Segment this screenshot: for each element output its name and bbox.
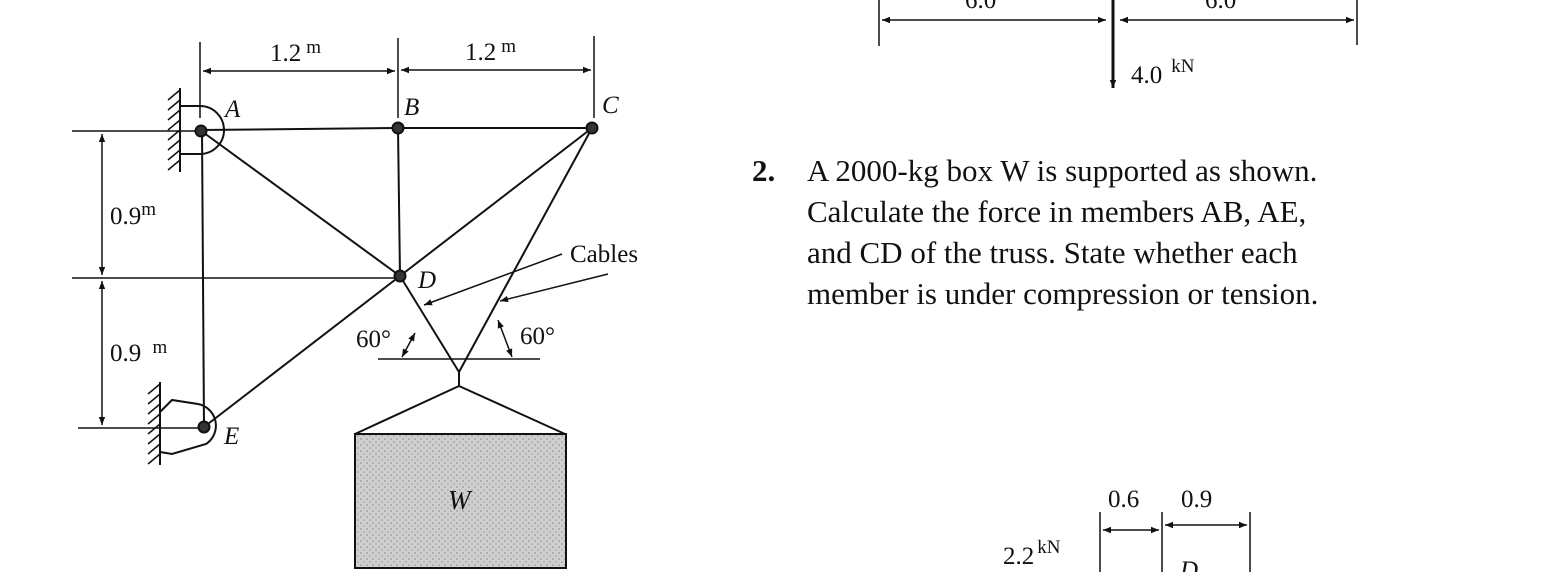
svg-text:0.9 m: 0.9 m (110, 337, 168, 367)
problem-text: A 2000-kg box W is supported as shown. C… (807, 150, 1467, 314)
problem-line: Calculate the force in members AB, AE, (807, 194, 1307, 229)
node-label-d: D (417, 267, 436, 294)
dim-label-lower: 0.9 (110, 340, 148, 367)
angle-label-right: 60° (520, 323, 555, 350)
wall-support-bottom (147, 382, 161, 465)
unit-label: m (501, 36, 516, 57)
member-de (203, 275, 401, 428)
dim-label-bottom-b: 0.9 (1181, 486, 1212, 513)
node-label-b: B (404, 94, 419, 121)
problem-line: member is under compression or tension. (807, 276, 1319, 311)
load-unit-label: kN (1171, 56, 1195, 77)
svg-text:0.9m: 0.9m (110, 199, 156, 230)
joint-e (197, 420, 211, 434)
svg-text:1.2m: 1.2m (270, 37, 321, 67)
wall-support-top (167, 88, 181, 172)
member-cd (399, 127, 593, 277)
problem-line: A 2000-kg box W is supported as shown. (807, 153, 1318, 188)
dim-label-bc: 1.2 (465, 39, 496, 66)
node-label-e: E (223, 423, 239, 450)
joint-c (585, 121, 599, 135)
pin-bracket-e (159, 398, 217, 456)
problem-line: and CD of the truss. State whether each (807, 235, 1298, 270)
dim-label-top-left: 6.0 (965, 0, 996, 14)
dim-label-ab: 1.2 (270, 40, 301, 67)
joint-a (194, 124, 208, 138)
unit-label: m (141, 199, 156, 220)
angle-label-left: 60° (356, 326, 391, 353)
node-label-c: C (602, 92, 619, 119)
box-label: W (448, 485, 473, 515)
member-ad (199, 129, 401, 277)
node-label-a: A (223, 96, 241, 123)
joint-d (393, 269, 407, 283)
svg-text:2.2kN: 2.2kN (1003, 537, 1061, 570)
unit-label: m (306, 37, 321, 58)
dim-label-bottom-a: 0.6 (1108, 486, 1139, 513)
unit-label: m (153, 337, 168, 358)
svg-text:1.2m: 1.2m (465, 36, 516, 66)
bottom-load-unit: kN (1037, 537, 1061, 558)
svg-text:4.0kN: 4.0 kN (1131, 56, 1195, 89)
cables-label: Cables (570, 241, 638, 268)
load-value-label: 4.0 (1131, 62, 1162, 89)
truss-figure (72, 36, 609, 569)
member-bd (397, 127, 401, 277)
bottom-load-value: 2.2 (1003, 543, 1034, 570)
top-beam-figure (878, 0, 1358, 88)
truss-members (199, 127, 593, 428)
bottom-figure (1099, 512, 1251, 572)
problem-number: 2. (752, 153, 776, 188)
bottom-node-label: D (1179, 557, 1198, 572)
member-ae (201, 129, 205, 428)
joint-b (391, 121, 405, 135)
member-ab (199, 127, 399, 131)
dim-label-upper: 0.9 (110, 203, 141, 230)
box-w (354, 433, 567, 569)
dim-label-top-right: 6.0 (1205, 0, 1236, 14)
cables (354, 127, 593, 435)
top-figure-labels: 6.0 6.0 4.0 kN (965, 0, 1236, 89)
